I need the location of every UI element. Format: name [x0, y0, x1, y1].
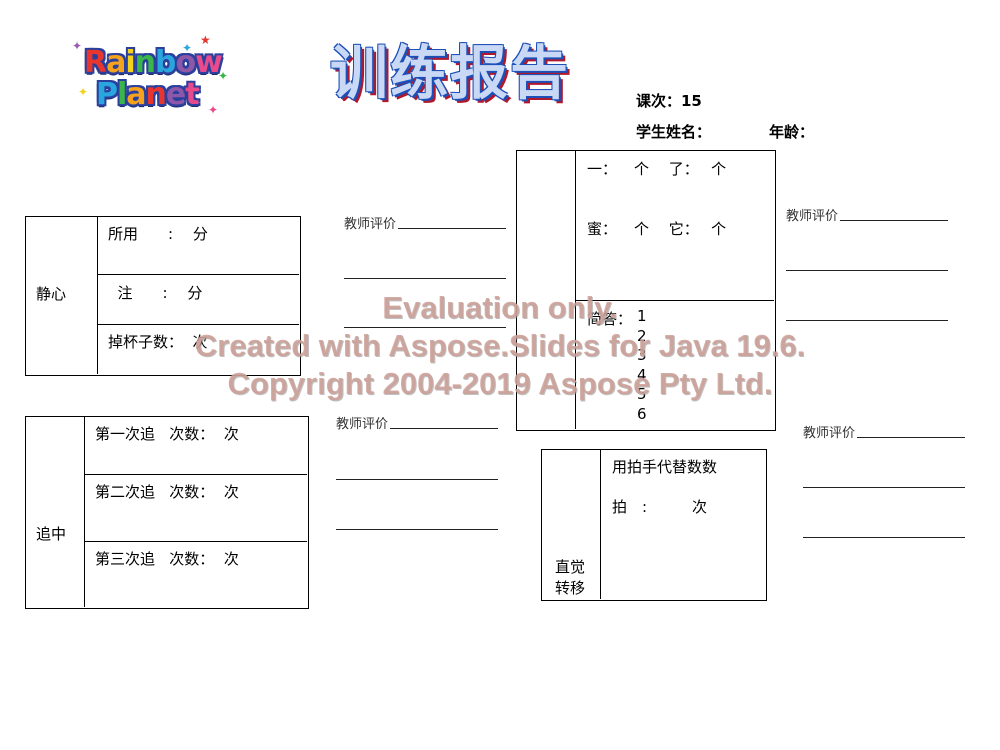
answer-2: 2 [637, 326, 647, 345]
teacher-eval-label-4: 教师评价 [803, 426, 856, 441]
calm-row-time: 所用 : 分 [108, 225, 208, 243]
calm-row-focus: 注 : 分 [108, 284, 203, 302]
chase-row-3: 第三次追 次数： 次 [95, 550, 239, 568]
chase-header: 追中 [36, 525, 67, 543]
calm-table: 静心 所用 : 分 注 : 分 掉杯子数： 次 [25, 216, 301, 376]
center-top-line2: 蜜： 个 它： 个 [587, 220, 727, 238]
answer-4: 4 [637, 365, 647, 384]
chase-row-2: 第二次追 次数： 次 [95, 483, 239, 501]
logo-word-rainbow: Rainbow [84, 45, 223, 80]
chase-row-1: 第一次追 次数： 次 [95, 425, 239, 443]
answer-label: 简答： [587, 310, 633, 328]
student-name-label: 学生姓名： [636, 123, 712, 141]
chase-table: 追中 第一次追 次数： 次 第二次追 次数： 次 第三次追 次数： 次 [25, 416, 309, 609]
watermark-line-1: Evaluation only. [382, 290, 618, 325]
answer-6: 6 [637, 404, 647, 423]
intuition-row-2: 拍 : 次 [612, 498, 708, 516]
answer-5: 5 [637, 385, 647, 404]
logo-word-planet: Planet [96, 77, 200, 112]
teacher-eval-label-1: 教师评价 [344, 217, 397, 232]
watermark-line-3: Copyright 2004-2019 Aspose Pty Ltd. [227, 366, 773, 401]
answer-3: 3 [637, 346, 647, 365]
age-label: 年龄： [769, 123, 815, 141]
intuition-header-line1: 直觉 [555, 558, 586, 576]
intuition-table: 直觉 转移 用拍手代替数数 拍 : 次 [541, 449, 767, 601]
teacher-eval-label-2: 教师评价 [336, 417, 389, 432]
page-title: 训练报告 [330, 39, 571, 107]
lesson-number: 课次：15 [636, 92, 702, 110]
watermark-line-2: Created with Aspose.Slides for Java 19.6… [194, 328, 806, 363]
center-top-line1: 一： 个 了： 个 [587, 160, 727, 178]
intuition-row-1: 用拍手代替数数 [612, 458, 718, 476]
intuition-header-line2: 转移 [555, 579, 586, 597]
answer-1: 1 [637, 307, 647, 325]
calm-header: 静心 [36, 285, 67, 303]
teacher-eval-label-3: 教师评价 [786, 209, 839, 224]
rainbow-planet-logo: ✦ ★ ✦ ✦ ✦ ✦ Rainbow Planet [72, 33, 229, 117]
calm-row-drops: 掉杯子数： 次 [108, 333, 208, 351]
